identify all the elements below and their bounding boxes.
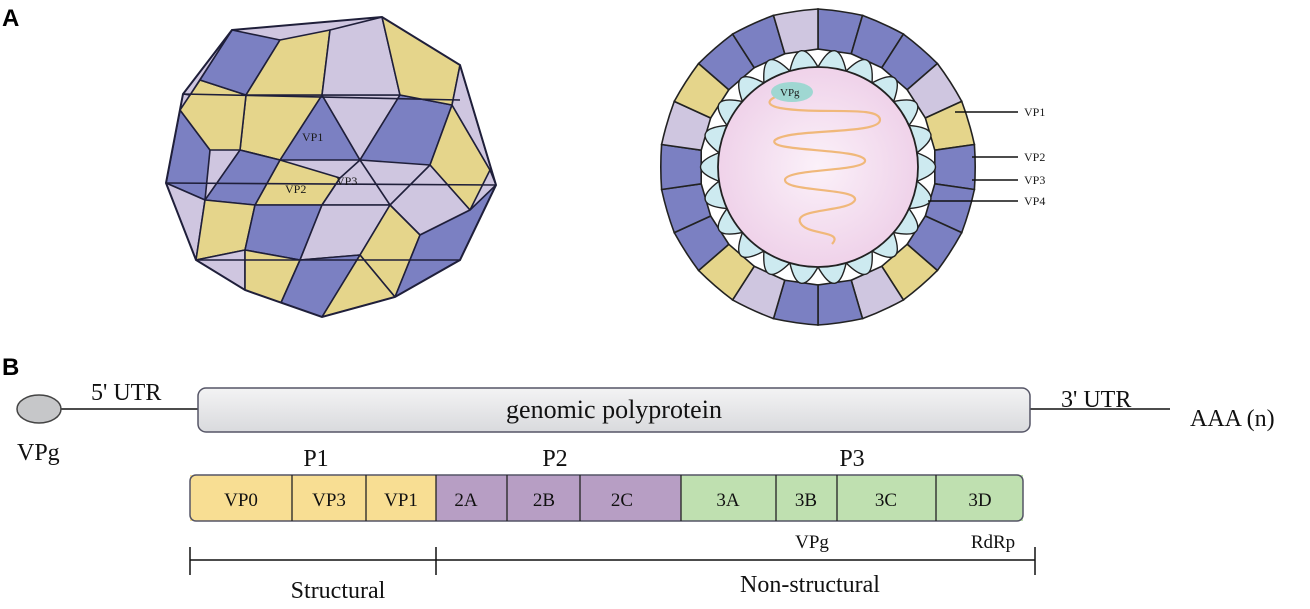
genomic-polyprotein-label: genomic polyprotein xyxy=(506,395,722,424)
segment-3a: 3A xyxy=(716,490,740,511)
ring-subunit xyxy=(933,143,976,191)
segment-vp0: VP0 xyxy=(224,490,258,511)
panel-letter-b: B xyxy=(2,354,19,381)
genomic-polyprotein-box xyxy=(197,387,1031,433)
sublabel-rdrp: RdRp xyxy=(971,532,1015,553)
bracket-label-nonstructural: Non-structural xyxy=(740,572,880,598)
region-header-p3: P3 xyxy=(839,446,864,472)
capsid-facet-vp1 xyxy=(279,254,361,317)
segment-vp3: VP3 xyxy=(312,490,346,511)
utr3-label: 3' UTR xyxy=(1061,387,1131,413)
segment-3c: 3C xyxy=(875,490,897,511)
segment-3b: 3B xyxy=(795,490,817,511)
segment-3d: 3D xyxy=(968,490,991,511)
p1-region xyxy=(190,475,436,521)
capsid-outer-view: VP1 VP2 VP3 xyxy=(164,15,498,319)
ring-inner-vp4 xyxy=(699,151,720,183)
region-header-p1: P1 xyxy=(303,446,328,472)
polyprotein-segment-bar xyxy=(189,474,1024,522)
callout-label-vp4: VP4 xyxy=(1024,194,1045,208)
capsid-interior xyxy=(717,66,919,268)
vpg-protein-label: VPg xyxy=(780,87,800,99)
capsid-label-vp3: VP3 xyxy=(336,174,357,188)
vpg-oval xyxy=(16,394,62,424)
callout-label-vp3: VP3 xyxy=(1024,173,1045,187)
utr5-label: 5' UTR xyxy=(91,380,161,406)
polya-tail-label: AAA (n) xyxy=(1190,406,1275,432)
ring-subunit xyxy=(660,143,703,191)
segment-2c: 2C xyxy=(611,490,633,511)
vpg-protein xyxy=(771,82,813,102)
segment-vp1: VP1 xyxy=(384,490,418,511)
ring-inner-vp4 xyxy=(916,151,937,183)
ring-subunit xyxy=(772,8,819,55)
capsid-label-vp1: VP1 xyxy=(302,130,323,144)
sublabel-vpg: VPg xyxy=(795,532,829,553)
capsid-label-vp2: VP2 xyxy=(285,182,306,196)
callout-label-vp2: VP2 xyxy=(1024,150,1045,164)
segment-2b: 2B xyxy=(533,490,555,511)
capsid-cross-section: VPg VP1 VP2 VP3 VP4 xyxy=(660,8,1045,326)
rna-genome-strand xyxy=(768,90,882,245)
genome-organisation: VPg 5' UTR genomic polyprotein 3' UTR AA… xyxy=(16,380,1275,604)
p3-region xyxy=(681,475,1023,521)
bracket-label-structural: Structural xyxy=(291,578,386,604)
vpg-label: VPg xyxy=(17,440,60,466)
callout-label-vp1: VP1 xyxy=(1024,105,1045,119)
region-header-p2: P2 xyxy=(542,446,567,472)
p2-region xyxy=(436,475,681,521)
segment-2a: 2A xyxy=(454,490,478,511)
functional-brackets xyxy=(189,547,1036,575)
panel-letter-a: A xyxy=(2,5,19,32)
